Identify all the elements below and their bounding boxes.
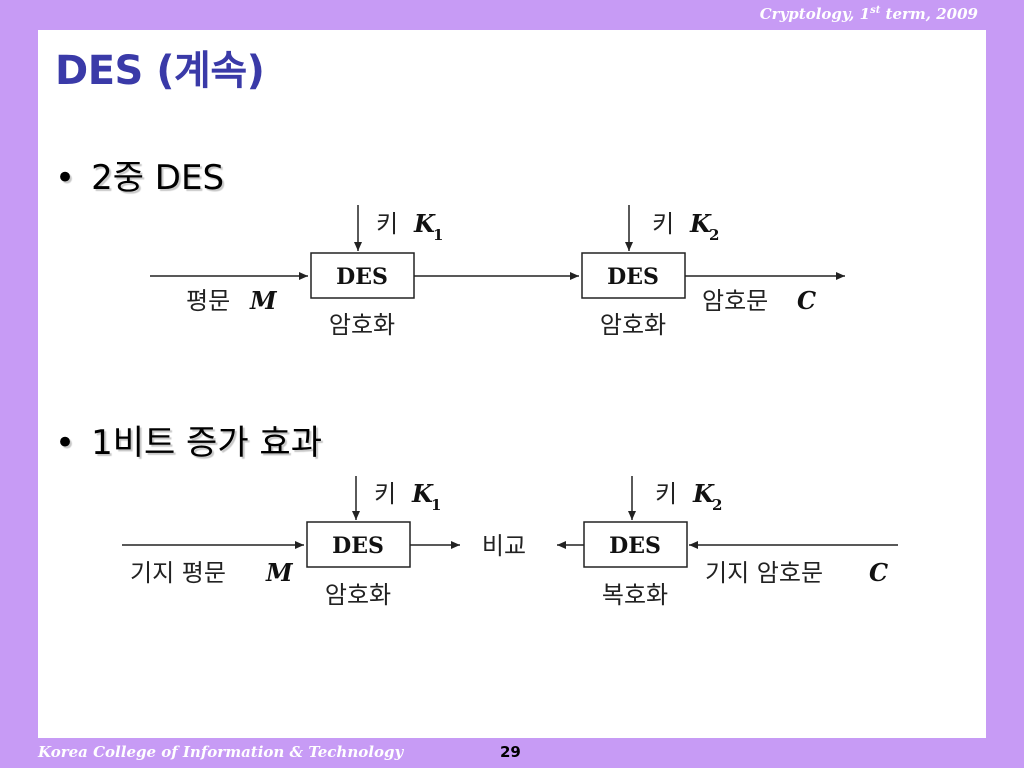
bullet-one-bit: • 1비트 증가 효과 [55,415,322,464]
key2-label: 키 [655,480,677,508]
bullet-dot: • [55,423,76,463]
des-box-1 [310,252,415,299]
footer-institution: Korea College of Information & Technolog… [38,743,404,761]
box2-caption: 암호화 [600,311,666,339]
des-box-encrypt [306,521,411,568]
output-var: C [869,558,888,587]
bullet-double-des: • 2중 DES [55,150,224,199]
bullet-text: 1비트 증가 효과 [91,423,322,463]
page-number: 29 [500,743,521,761]
key2-var: K [689,209,712,238]
key1-var: K [413,209,436,238]
key1-sub: 1 [431,496,441,514]
des-box-decrypt [583,521,688,568]
des-box-2-label: DES [607,264,659,290]
key1-label: 키 [376,210,398,238]
des-box-1-label: DES [336,264,388,290]
des-box-encrypt-label: DES [332,533,384,559]
key2-var: K [692,479,715,508]
key1-label: 키 [374,480,396,508]
input-label: 기지 평문 [130,559,226,587]
key1-sub: 1 [433,226,443,244]
course-header: Cryptology, 1st term, 2009 [759,5,978,23]
decrypt-caption: 복호화 [602,581,668,609]
des-box-decrypt-label: DES [609,533,661,559]
output-label: 암호문 [702,287,768,315]
output-label: 기지 암호문 [705,559,823,587]
slide-title: DES (계속) [55,48,265,94]
meet-in-middle-diagram: DES 비교 DES 키 K 1 키 K 2 기지 평문 M 기지 암호문 C … [122,476,898,609]
bullet-text: 2중 DES [91,158,225,198]
input-var: M [265,558,294,587]
key2-sub: 2 [712,496,722,514]
key2-label: 키 [652,210,674,238]
encrypt-caption: 암호화 [325,581,391,609]
input-var: M [249,286,278,315]
box1-caption: 암호화 [329,311,395,339]
input-label: 평문 [186,287,230,315]
bullet-dot: • [55,158,76,198]
compare-label: 비교 [482,532,526,560]
slide-panel [38,30,986,738]
output-var: C [797,286,816,315]
key2-sub: 2 [709,226,719,244]
key1-var: K [411,479,434,508]
double-des-diagram: DES DES 키 K 1 키 K 2 평문 M 암호문 C 암호화 암호화 [150,205,845,339]
